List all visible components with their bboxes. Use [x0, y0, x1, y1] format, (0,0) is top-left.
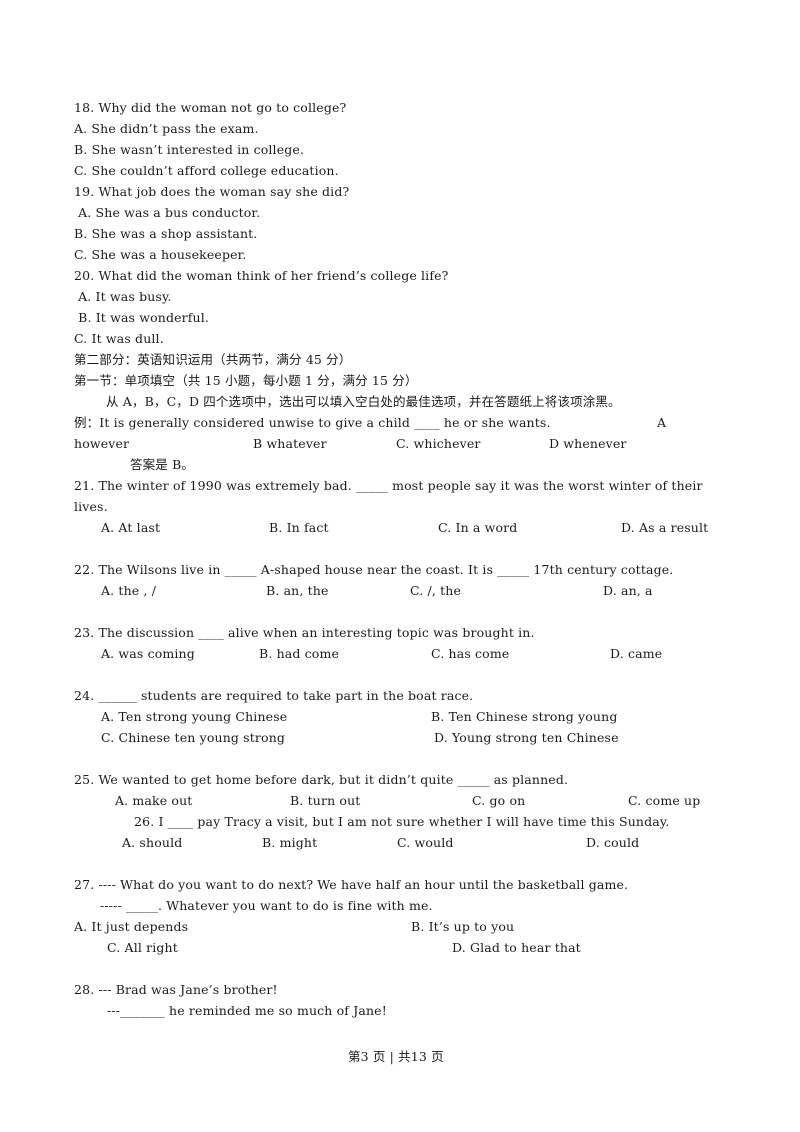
section-instructions: 从 A，B，C，D 四个选项中，选出可以填入空白处的最佳选项，并在答题纸上将该项…	[106, 394, 621, 409]
question-23-option-c: C. has come	[431, 646, 510, 661]
question-19-option-b: B. She was a shop assistant.	[74, 226, 258, 241]
question-28-reply: ---_______ he reminded me so much of Jan…	[107, 1003, 387, 1018]
question-27-option-d: D. Glad to hear that	[452, 940, 581, 955]
question-25-option-b: B. turn out	[290, 793, 361, 808]
question-20-option-c: C. It was dull.	[74, 331, 164, 346]
question-22-option-b: B. an, the	[266, 583, 329, 598]
question-26-option-d: D. could	[586, 835, 640, 850]
question-23-option-d: D. came	[610, 646, 663, 661]
question-27-option-b: B. It’s up to you	[411, 919, 515, 934]
question-24-stem: 24. ______ students are required to take…	[74, 688, 474, 703]
question-21-option-c: C. In a word	[438, 520, 518, 535]
question-23-option-a: A. was coming	[101, 646, 195, 661]
question-21-option-a: A. At last	[101, 520, 161, 535]
example-option-d: D whenever	[549, 436, 627, 451]
example-option-a-text: however	[74, 436, 130, 451]
question-18-option-a: A. She didn’t pass the exam.	[74, 121, 259, 136]
question-25-option-a: A. make out	[115, 793, 193, 808]
question-24-option-c: C. Chinese ten young strong	[101, 730, 286, 745]
example-stem: 例：It is generally considered unwise to g…	[74, 415, 551, 430]
page-footer: 第3 页 | 共13 页	[348, 1049, 444, 1064]
question-20-option-a: A. It was busy.	[74, 289, 172, 304]
question-21-option-b: B. In fact	[269, 520, 329, 535]
question-22-stem: 22. The Wilsons live in _____ A-shaped h…	[74, 562, 674, 577]
question-21-stem-continued: lives.	[74, 499, 108, 514]
question-19-option-c: C. She was a housekeeper.	[74, 247, 247, 262]
question-27-option-c: C. All right	[107, 940, 178, 955]
example-answer: 答案是 B。	[130, 457, 195, 472]
question-26-option-c: C. would	[397, 835, 454, 850]
question-27-option-a: A. It just depends	[74, 919, 189, 934]
question-24-option-b: B. Ten Chinese strong young	[431, 709, 618, 724]
question-21-stem: 21. The winter of 1990 was extremely bad…	[74, 478, 703, 493]
question-25-option-c: C. go on	[472, 793, 526, 808]
question-24-option-d: D. Young strong ten Chinese	[434, 730, 619, 745]
question-26-option-a: A. should	[122, 835, 183, 850]
question-22-option-d: D. an, a	[603, 583, 653, 598]
question-24-option-a: A. Ten strong young Chinese	[101, 709, 288, 724]
example-option-a-letter: A	[657, 415, 667, 430]
section-one-heading: 第一节：单项填空（共 15 小题，每小题 1 分，满分 15 分）	[74, 373, 418, 388]
question-27-stem: 27. ---- What do you want to do next? We…	[74, 877, 629, 892]
question-23-stem: 23. The discussion ____ alive when an in…	[74, 625, 535, 640]
question-20-option-b: B. It was wonderful.	[74, 310, 210, 325]
example-option-c: C. whichever	[396, 436, 481, 451]
question-23-option-b: B. had come	[259, 646, 340, 661]
question-19-option-a: A. She was a bus conductor.	[74, 205, 261, 220]
question-28-stem: 28. --- Brad was Jane’s brother!	[74, 982, 278, 997]
question-26-option-b: B. might	[262, 835, 318, 850]
question-25-option-d: C. come up	[628, 793, 701, 808]
question-19-stem: 19. What job does the woman say she did?	[74, 184, 350, 199]
question-18-option-b: B. She wasn’t interested in college.	[74, 142, 305, 157]
part-two-heading: 第二部分：英语知识运用（共两节，满分 45 分）	[74, 352, 352, 367]
question-18-stem: 18. Why did the woman not go to college?	[74, 100, 347, 115]
question-22-option-a: A. the , /	[101, 583, 157, 598]
example-option-b: B whatever	[253, 436, 327, 451]
question-22-option-c: C. /, the	[410, 583, 462, 598]
question-25-stem: 25. We wanted to get home before dark, b…	[74, 772, 569, 787]
question-18-option-c: C. She couldn’t afford college education…	[74, 163, 339, 178]
question-21-option-d: D. As a result	[621, 520, 709, 535]
question-26-stem: 26. I ____ pay Tracy a visit, but I am n…	[134, 814, 670, 829]
question-20-stem: 20. What did the woman think of her frie…	[74, 268, 449, 283]
question-27-reply: ----- _____. Whatever you want to do is …	[100, 898, 433, 913]
